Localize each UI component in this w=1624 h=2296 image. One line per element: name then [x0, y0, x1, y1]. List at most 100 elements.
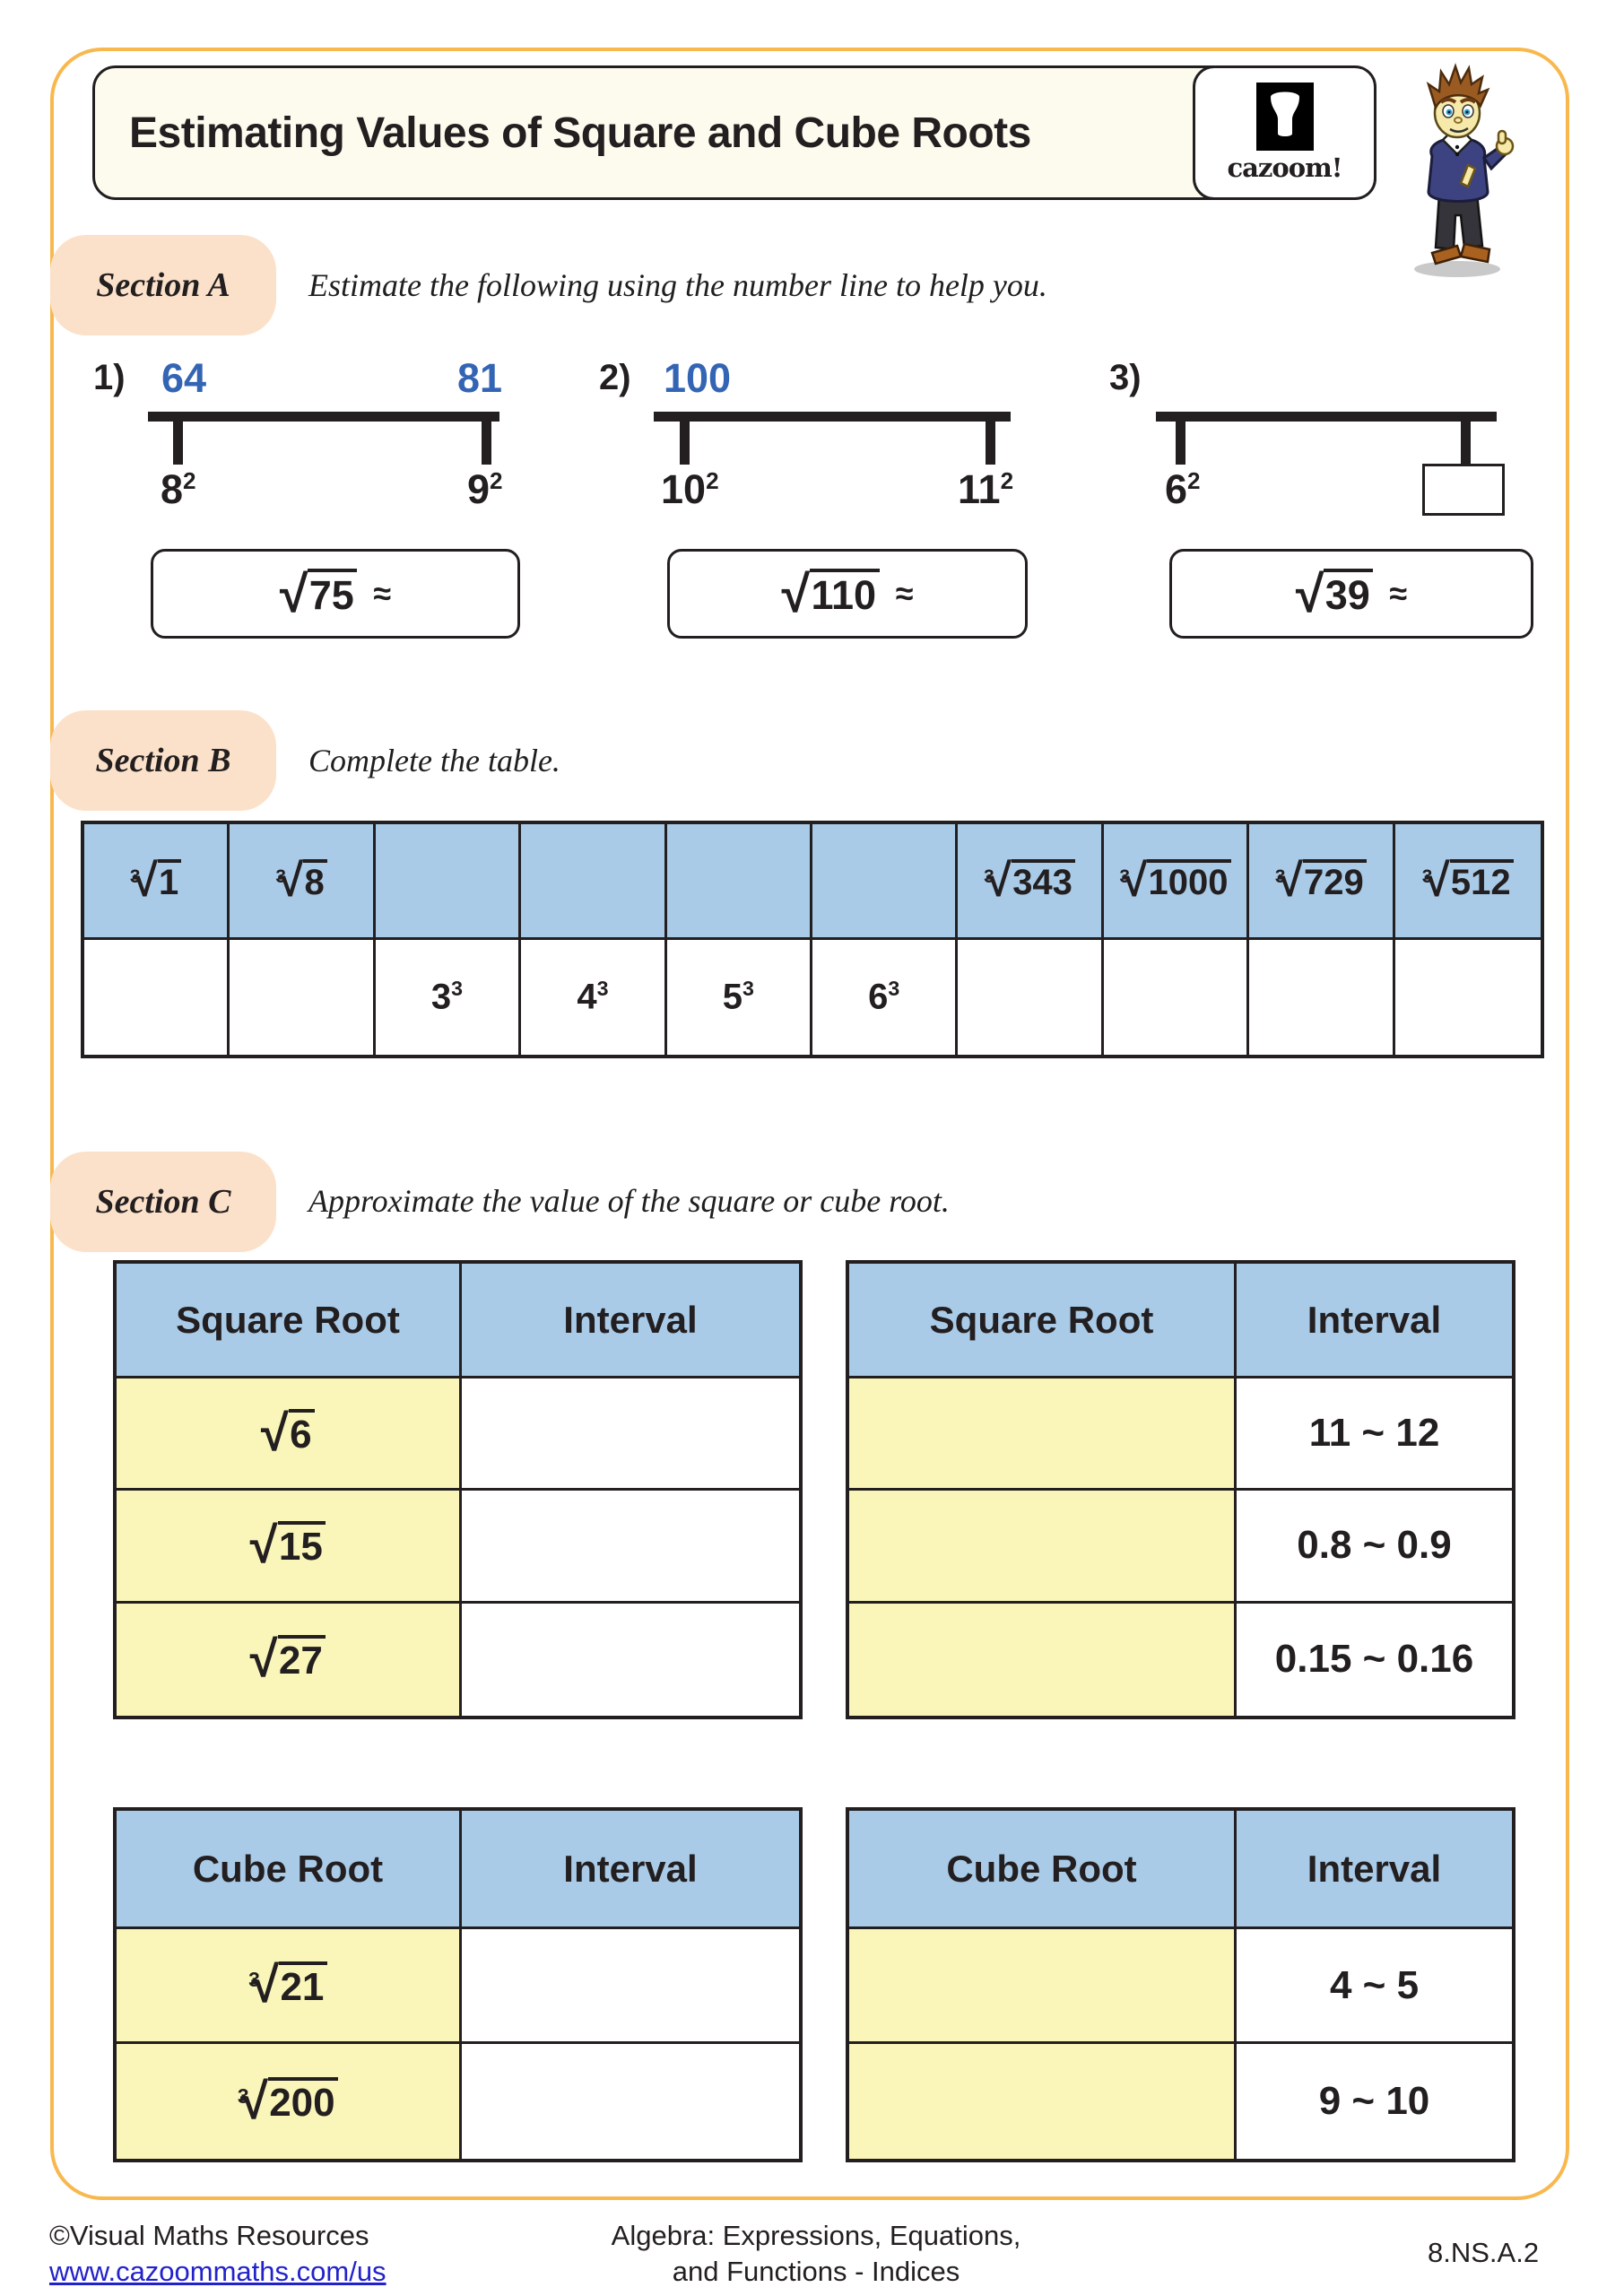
approx-sign: ≈: [1389, 575, 1408, 612]
problem-1-number: 1): [93, 358, 126, 397]
cube-root-table-left: Cube Root Interval 3√21 3√200: [113, 1807, 803, 2162]
sqrt-39: √39: [1296, 569, 1374, 621]
table-cell-blank[interactable]: [1249, 940, 1395, 1055]
square-root-table-right: Square Root Interval 11 ~ 12 0.8 ~ 0.9 0…: [846, 1260, 1515, 1719]
square-root-table-left: Square Root Interval √6 √15 √27: [113, 1260, 803, 1719]
interval-cell-blank[interactable]: [462, 2044, 799, 2159]
topic-line-2: and Functions - Indices: [672, 2256, 960, 2288]
column-header: Interval: [462, 1264, 799, 1378]
cazoom-link[interactable]: www.cazoommaths.com/us: [49, 2255, 386, 2287]
root-cell-blank[interactable]: [849, 1378, 1237, 1492]
numberline-2-right-power: 112: [958, 466, 1014, 512]
title-box: Estimating Values of Square and Cube Roo…: [92, 65, 1376, 200]
table-cell: 33: [375, 940, 522, 1055]
table-cell-blank[interactable]: [1103, 940, 1250, 1055]
table-cell-blank[interactable]: [230, 940, 376, 1055]
numberline-1-left-value: 64: [161, 355, 207, 401]
mascot-illustration: [1402, 57, 1516, 288]
numberline-3-left-tick: [1176, 412, 1185, 465]
cube-root-table: 3√1 3√8 3√343 3√1000 3√729 3√512 33 43 5…: [81, 821, 1544, 1058]
numberline-2-right-tick: [986, 412, 995, 465]
cube-root-table-right: Cube Root Interval 4 ~ 5 9 ~ 10: [846, 1807, 1515, 2162]
table-cell: 3√512: [1394, 824, 1541, 940]
table-cell: 43: [521, 940, 667, 1055]
numberline-1: [148, 412, 499, 422]
column-header: Interval: [1237, 1811, 1512, 1929]
footer-left: ©Visual Maths Resources www.cazoommaths.…: [49, 2218, 386, 2289]
interval-cell-blank[interactable]: [462, 1603, 799, 1716]
root-cell-blank[interactable]: [849, 1491, 1237, 1604]
interval-cell: 9 ~ 10: [1237, 2044, 1512, 2159]
root-cell-blank[interactable]: [849, 1929, 1237, 2044]
column-header: Cube Root: [117, 1811, 462, 1929]
column-header: Square Root: [849, 1264, 1237, 1378]
table-cell: 3√1000: [1103, 824, 1250, 940]
numberline-2-left-tick: [680, 412, 690, 465]
approx-sign: ≈: [373, 575, 392, 612]
interval-cell: 11 ~ 12: [1237, 1378, 1512, 1492]
page-title: Estimating Values of Square and Cube Roo…: [129, 109, 1031, 157]
table-cell-blank[interactable]: [521, 824, 667, 940]
column-header: Cube Root: [849, 1811, 1237, 1929]
column-header: Square Root: [117, 1264, 462, 1378]
cazoom-drum-icon: [1255, 83, 1314, 151]
table-cell-blank[interactable]: [666, 824, 812, 940]
numberline-1-left-tick: [173, 412, 183, 465]
column-header: Interval: [1237, 1264, 1512, 1378]
sqrt-75: √75: [280, 569, 358, 621]
answer-box-2[interactable]: √110 ≈: [667, 549, 1028, 639]
root-cell: 3√200: [117, 2044, 462, 2159]
table-cell-blank[interactable]: [812, 824, 959, 940]
numberline-1-right-value: 81: [457, 355, 503, 401]
numberline-3-left-power: 62: [1165, 466, 1201, 512]
answer-box-3[interactable]: √39 ≈: [1169, 549, 1533, 639]
numberline-3: [1156, 412, 1497, 422]
section-c-label: Section C: [50, 1152, 276, 1252]
numberline-3-blank-box[interactable]: [1422, 464, 1505, 516]
interval-cell-blank[interactable]: [462, 1929, 799, 2044]
interval-cell-blank[interactable]: [462, 1491, 799, 1604]
table-cell: 3√8: [230, 824, 376, 940]
section-a-label: Section A: [50, 235, 276, 335]
root-cell-blank[interactable]: [849, 1603, 1237, 1716]
interval-cell: 4 ~ 5: [1237, 1929, 1512, 2044]
footer-topic: Algebra: Expressions, Equations, and Fun…: [547, 2218, 1085, 2291]
interval-cell: 0.15 ~ 0.16: [1237, 1603, 1512, 1716]
cazoom-logo-word: cazoom!: [1227, 152, 1342, 183]
interval-cell-blank[interactable]: [462, 1378, 799, 1492]
cazoom-logo: cazoom!: [1193, 65, 1376, 200]
approx-sign: ≈: [895, 575, 914, 612]
answer-box-1[interactable]: √75 ≈: [151, 549, 520, 639]
topic-line-1: Algebra: Expressions, Equations,: [611, 2220, 1021, 2251]
table-cell: 3√729: [1249, 824, 1395, 940]
table-cell: 53: [666, 940, 812, 1055]
standard-code: 8.NS.A.2: [1428, 2237, 1540, 2268]
table-cell-blank[interactable]: [375, 824, 522, 940]
interval-cell: 0.8 ~ 0.9: [1237, 1491, 1512, 1604]
table-cell-blank[interactable]: [1394, 940, 1541, 1055]
section-b-instruction: Complete the table.: [308, 743, 560, 778]
page-border-frame: [50, 48, 1569, 2200]
section-b-label: Section B: [50, 710, 276, 811]
numberline-2-left-power: 102: [661, 466, 719, 512]
table-cell: 63: [812, 940, 959, 1055]
numberline-1-right-power: 92: [467, 466, 503, 512]
table-cell-blank[interactable]: [84, 940, 230, 1055]
table-cell: 3√1: [84, 824, 230, 940]
problem-2-number: 2): [599, 358, 631, 397]
table-cell-blank[interactable]: [958, 940, 1104, 1055]
table-cell: 3√343: [958, 824, 1104, 940]
column-header: Interval: [462, 1811, 799, 1929]
root-cell: √6: [117, 1378, 462, 1492]
copyright-text: ©Visual Maths Resources: [49, 2220, 369, 2251]
section-c-instruction: Approximate the value of the square or c…: [308, 1183, 950, 1219]
root-cell: √27: [117, 1603, 462, 1716]
root-cell-blank[interactable]: [849, 2044, 1237, 2159]
numberline-1-left-power: 82: [161, 466, 196, 512]
numberline-1-right-tick: [482, 412, 491, 465]
root-cell: 3√21: [117, 1929, 462, 2044]
numberline-2-left-value: 100: [664, 355, 732, 401]
problem-3-number: 3): [1109, 358, 1142, 397]
root-cell: √15: [117, 1491, 462, 1604]
